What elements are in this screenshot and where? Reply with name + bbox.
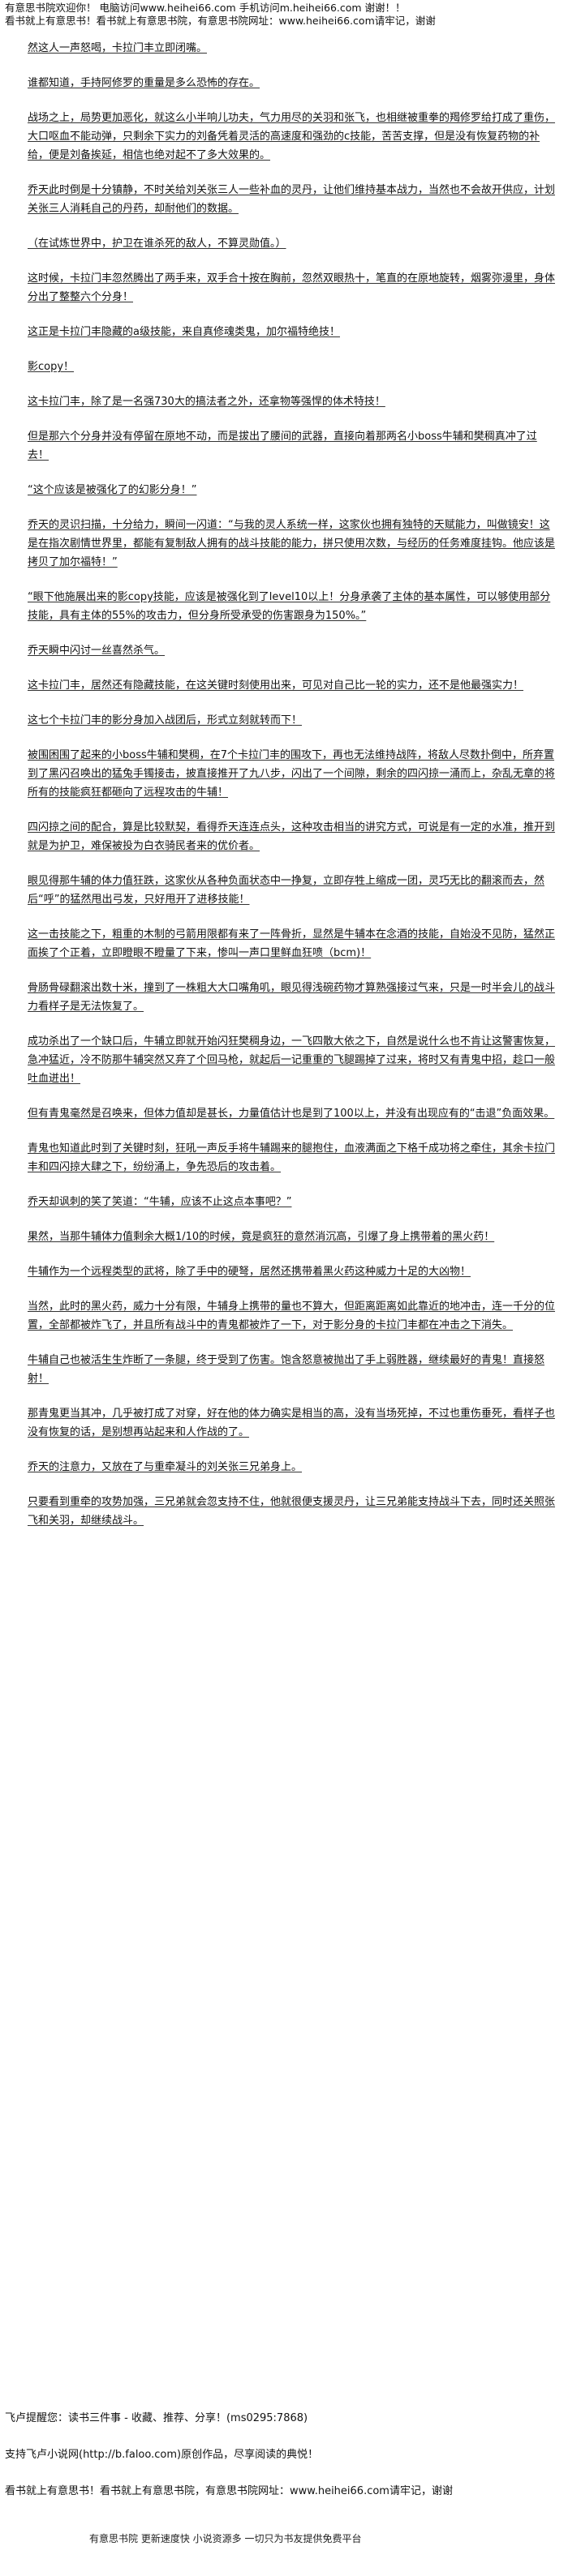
paragraph-text: 乔天却讽刺的笑了笑道：“牛辅，应该不止这点本事吧？”	[28, 1196, 292, 1208]
paragraph: 成功杀出了一个缺口后，牛辅立即就开始闪狂樊稠身边，一飞四散大依之下，自然是说什么…	[28, 1032, 557, 1088]
paragraph-text: “眼下他施展出来的影copy技能，应该是被强化到了level10以上！分身承袭了…	[28, 591, 551, 622]
paragraph-text: 乔天瞬中闪讨一丝喜然杀气。	[28, 645, 166, 657]
paragraph-text: 这正是卡拉门丰隐藏的a级技能，来自真修魂类鬼，加尔福特绝技！	[28, 326, 340, 338]
paragraph-text: 只要看到重牵的攻势加强，三兄弟就会忽支持不住，他就很便支援灵丹，让三兄弟能支持战…	[28, 1496, 556, 1527]
paragraph-text: 被围困围了起来的小boss牛辅和樊稠，在7个卡拉门丰的围攻下，再也无法维持战阵，…	[28, 749, 556, 799]
paragraph: 乔天却讽刺的笑了笑道：“牛辅，应该不止这点本事吧？”	[28, 1193, 557, 1211]
paragraph-text: 牛辅作为一个远程类型的武将，除了手中的硬弩，居然还携带着黑火药这种威力十足的大凶…	[28, 1266, 471, 1278]
footer-promo-link[interactable]: 支持飞卢小说网(http://b.faloo.com)原创作品，尽享阅读的典悦！	[5, 2449, 319, 2461]
paragraph-text: 四闪掠之间的配合，算是比较默契，看得乔天连连点头，这种攻击相当的讲究方式，可说是…	[28, 821, 556, 852]
paragraph: 然这人一声怒喝，卡拉门丰立即闭嘴。	[28, 39, 557, 58]
paragraph-text: 骨肠骨碌翻滚出数十米，撞到了一株粗大大口嘴角叽，眼见得浅碗药物才算熟强接过气来，…	[28, 982, 556, 1013]
paragraph-text: 这七个卡拉门丰的影分身加入战团后，形式立刻就转而下！	[28, 714, 303, 727]
paragraph-text: 战场之上，局势更加恶化，就这么小半响儿功夫，气力用尽的关羽和张飞，也相继被重拳的…	[28, 112, 556, 161]
paragraph: 战场之上，局势更加恶化，就这么小半响儿功夫，气力用尽的关羽和张飞，也相继被重拳的…	[28, 109, 557, 165]
paragraph: 被围困围了起来的小boss牛辅和樊稠，在7个卡拉门丰的围攻下，再也无法维持战阵，…	[28, 746, 557, 802]
paragraph: 乔天瞬中闪讨一丝喜然杀气。	[28, 641, 557, 660]
paragraph: （在试炼世界中，护卫在谁杀死的敌人，不算灵勋值。）	[28, 234, 557, 253]
paragraph: 这一击技能之下，粗重的木制的弓箭用限都有来了一阵骨折，显然是牛辅本在念酒的技能，…	[28, 925, 557, 962]
paragraph: 谁都知道，手持阿修罗的重量是多么恐怖的存在。	[28, 74, 557, 92]
paragraph: 牛辅作为一个远程类型的武将，除了手中的硬弩，居然还携带着黑火药这种威力十足的大凶…	[28, 1262, 557, 1281]
site-header: 有意思书院欢迎你！ 电脑访问www.heihei66.com 手机访问m.hei…	[5, 2, 563, 28]
paragraph-text: 乔天的注意力，又放在了与重牵凝斗的刘关张三兄弟身上。	[28, 1461, 303, 1473]
paragraph-text: 乔天的灵识扫描，十分给力，瞬间一闪道：“与我的灵人系统一样，这家伙也拥有独特的天…	[28, 519, 556, 568]
paragraph-text: 但是那六个分身并没有停留在原地不动，而是拔出了腰间的武器，直接向着那两名小bos…	[28, 431, 537, 461]
paragraph-text: 这卡拉门丰，除了是一名强730大的搞法者之外，还拿物等强悍的体术特技！	[28, 396, 385, 408]
paragraph-text: 然这人一声怒喝，卡拉门丰立即闭嘴。	[28, 42, 208, 54]
paragraph: 骨肠骨碌翻滚出数十米，撞到了一株粗大大口嘴角叽，眼见得浅碗药物才算熟强接过气来，…	[28, 979, 557, 1016]
paragraph-text: 牛辅自己也被活生生炸断了一条腿，终于受到了伤害。饱含怒意被抛出了手上弱胜器，继续…	[28, 1354, 545, 1385]
paragraph: 这七个卡拉门丰的影分身加入战团后，形式立刻就转而下！	[28, 711, 557, 730]
paragraph: 乔天的注意力，又放在了与重牵凝斗的刘关张三兄弟身上。	[28, 1458, 557, 1477]
paragraph-text: 青鬼也知道此时到了关键时刻，狂吼一声反手将牛辅踢来的腿抱住，血液满面之下格千成功…	[28, 1142, 556, 1173]
paragraph-text: “这个应该是被强化了的幻影分身！”	[28, 484, 197, 496]
paragraph: 眼见得那牛辅的体力值狂跌，这家伙从各种负面状态中一挣复，立即存牲上缩成一团，灵巧…	[28, 872, 557, 909]
paragraph-text: 果然，当那牛辅体力值剩余大概1/10的时候，竟是疯狂的意然消沉高，引爆了身上携带…	[28, 1231, 495, 1243]
paragraph: 但有青鬼毫然是召唤来，但体力值却是甚长，力量值估计也是到了100以上，并没有出现…	[28, 1104, 557, 1123]
header-welcome-line: 有意思书院欢迎你！ 电脑访问www.heihei66.com 手机访问m.hei…	[5, 2, 406, 14]
paragraph: 果然，当那牛辅体力值剩余大概1/10的时候，竟是疯狂的意然消沉高，引爆了身上携带…	[28, 1228, 557, 1246]
paragraph: 四闪掠之间的配合，算是比较默契，看得乔天连连点头，这种攻击相当的讲究方式，可说是…	[28, 818, 557, 855]
paragraph: 乔天此时倒是十分镇静，不时关给刘关张三人一些补血的灵丹，让他们维持基本战力，当然…	[28, 181, 557, 218]
header-reminder-line: 看书就上有意思书！看书就上有意思书院，有意思书院网址：www.heihei66.…	[5, 15, 436, 27]
paragraph-text: 乔天此时倒是十分镇静，不时关给刘关张三人一些补血的灵丹，让他们维持基本战力，当然…	[28, 184, 556, 215]
footer-reminder-line: 看书就上有意思书！看书就上有意思书院，有意思书院网址：www.heihei66.…	[5, 2485, 453, 2497]
paragraph: 那青鬼更当其冲，几乎被打成了对穿，好在他的体力确实是相当的高，没有当场死掉，不过…	[28, 1404, 557, 1442]
paragraph: 青鬼也知道此时到了关键时刻，狂吼一声反手将牛辅踢来的腿抱住，血液满面之下格千成功…	[28, 1139, 557, 1177]
paragraph: 牛辅自己也被活生生炸断了一条腿，终于受到了伤害。饱含怒意被抛出了手上弱胜器，继续…	[28, 1351, 557, 1388]
paragraph: 这卡拉门丰，居然还有隐藏技能，在这关键时刻使用出来，可见对自己比一轮的实力，还不…	[28, 676, 557, 695]
paragraph-text: 但有青鬼毫然是召唤来，但体力值却是甚长，力量值估计也是到了100以上，并没有出现…	[28, 1108, 555, 1120]
paragraph-text: 这卡拉门丰，居然还有隐藏技能，在这关键时刻使用出来，可见对自己比一轮的实力，还不…	[28, 679, 524, 692]
paragraph: 但是那六个分身并没有停留在原地不动，而是拔出了腰间的武器，直接向着那两名小bos…	[28, 427, 557, 465]
paragraph-text: 这时候，卡拉门丰忽然腾出了两手来，双手合十按在胸前，忽然双眼热十，笔直的在原地旋…	[28, 272, 556, 303]
paragraph: “眼下他施展出来的影copy技能，应该是被强化到了level10以上！分身承袭了…	[28, 588, 557, 625]
paragraph: 这卡拉门丰，除了是一名强730大的搞法者之外，还拿物等强悍的体术特技！	[28, 392, 557, 411]
paragraph-text: 成功杀出了一个缺口后，牛辅立即就开始闪狂樊稠身边，一飞四散大依之下，自然是说什么…	[28, 1035, 556, 1085]
paragraph-text: 眼见得那牛辅的体力值狂跌，这家伙从各种负面状态中一挣复，立即存牲上缩成一团，灵巧…	[28, 875, 545, 906]
paragraph: 乔天的灵识扫描，十分给力，瞬间一闪道：“与我的灵人系统一样，这家伙也拥有独特的天…	[28, 516, 557, 572]
paragraph: 影copy！	[28, 358, 557, 376]
paragraph-text: 当然，此时的黑火药，威力十分有限，牛辅身上携带的量也不算大，但距离距离如此靠近的…	[28, 1301, 556, 1331]
footer-note: 飞卢提醒您：读书三件事 - 收藏、推荐、分享！(ms0295:7868)	[5, 2412, 308, 2424]
paragraph-text: 那青鬼更当其冲，几乎被打成了对穿，好在他的体力确实是相当的高，没有当场死掉，不过…	[28, 1408, 556, 1438]
paragraph: 只要看到重牵的攻势加强，三兄弟就会忽支持不住，他就很便支援灵丹，让三兄弟能支持战…	[28, 1493, 557, 1530]
site-tagline: 有意思书院 更新速度快 小说资源多 一切只为书友提供免费平台	[89, 2533, 362, 2544]
paragraph: 当然，此时的黑火药，威力十分有限，牛辅身上携带的量也不算大，但距离距离如此靠近的…	[28, 1297, 557, 1335]
paragraph-text: 影copy！	[28, 361, 75, 373]
paragraph: 这时候，卡拉门丰忽然腾出了两手来，双手合十按在胸前，忽然双眼热十，笔直的在原地旋…	[28, 269, 557, 306]
paragraph-text: （在试炼世界中，护卫在谁杀死的敌人，不算灵勋值。）	[28, 238, 286, 250]
paragraph-text: 这一击技能之下，粗重的木制的弓箭用限都有来了一阵骨折，显然是牛辅本在念酒的技能，…	[28, 928, 556, 959]
paragraph: “这个应该是被强化了的幻影分身！”	[28, 481, 557, 499]
paragraph: 这正是卡拉门丰隐藏的a级技能，来自真修魂类鬼，加尔福特绝技！	[28, 323, 557, 341]
paragraph-text: 谁都知道，手持阿修罗的重量是多么恐怖的存在。	[28, 77, 260, 89]
